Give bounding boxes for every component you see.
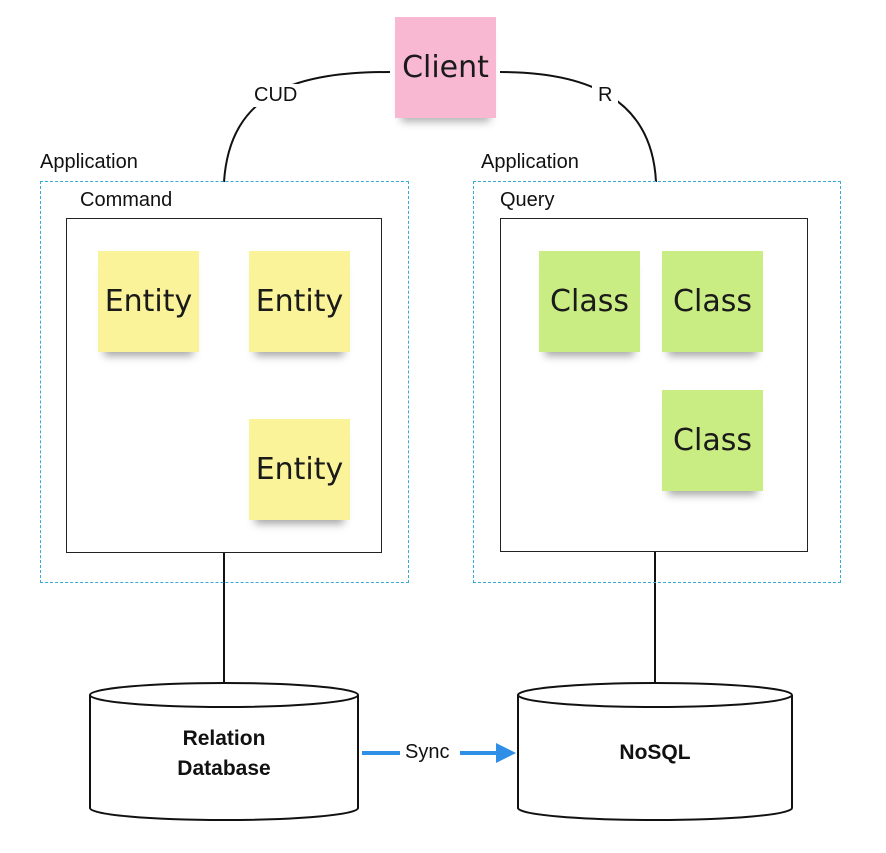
nosql-database-cylinder — [517, 682, 793, 821]
class-label: Class — [673, 284, 752, 319]
arrow-right-icon — [496, 743, 516, 763]
command-label: Command — [80, 189, 173, 211]
query-application-label: Application — [481, 151, 579, 173]
client-label: Client — [402, 50, 489, 85]
class-sticky-3[interactable]: Class — [662, 390, 763, 491]
class-label: Class — [673, 423, 752, 458]
entity-sticky-1[interactable]: Entity — [98, 251, 199, 352]
nosql-database-label: NoSQL — [619, 741, 691, 764]
sync-arrow — [362, 743, 516, 763]
entity-sticky-3[interactable]: Entity — [249, 419, 350, 520]
entity-label: Entity — [255, 452, 344, 487]
relational-database-line2: Database — [177, 757, 271, 780]
entity-sticky-2[interactable]: Entity — [249, 251, 350, 352]
query-label: Query — [500, 189, 555, 211]
command-application-boundary — [40, 181, 409, 583]
sync-label: Sync — [405, 741, 450, 763]
read-label: R — [592, 84, 619, 107]
command-application-label: Application — [40, 151, 138, 173]
entity-label: Entity — [255, 284, 344, 319]
class-sticky-2[interactable]: Class — [662, 251, 763, 352]
entity-label: Entity — [104, 284, 193, 319]
query-application-boundary — [473, 181, 841, 583]
class-label: Class — [550, 284, 629, 319]
relational-database-line1: Relation — [182, 727, 266, 750]
relational-database-cylinder — [89, 682, 359, 821]
cud-label: CUD — [248, 84, 304, 107]
class-sticky-1[interactable]: Class — [539, 251, 640, 352]
relational-database-label: Relation Database — [90, 724, 358, 784]
client-sticky[interactable]: Client — [395, 17, 496, 118]
